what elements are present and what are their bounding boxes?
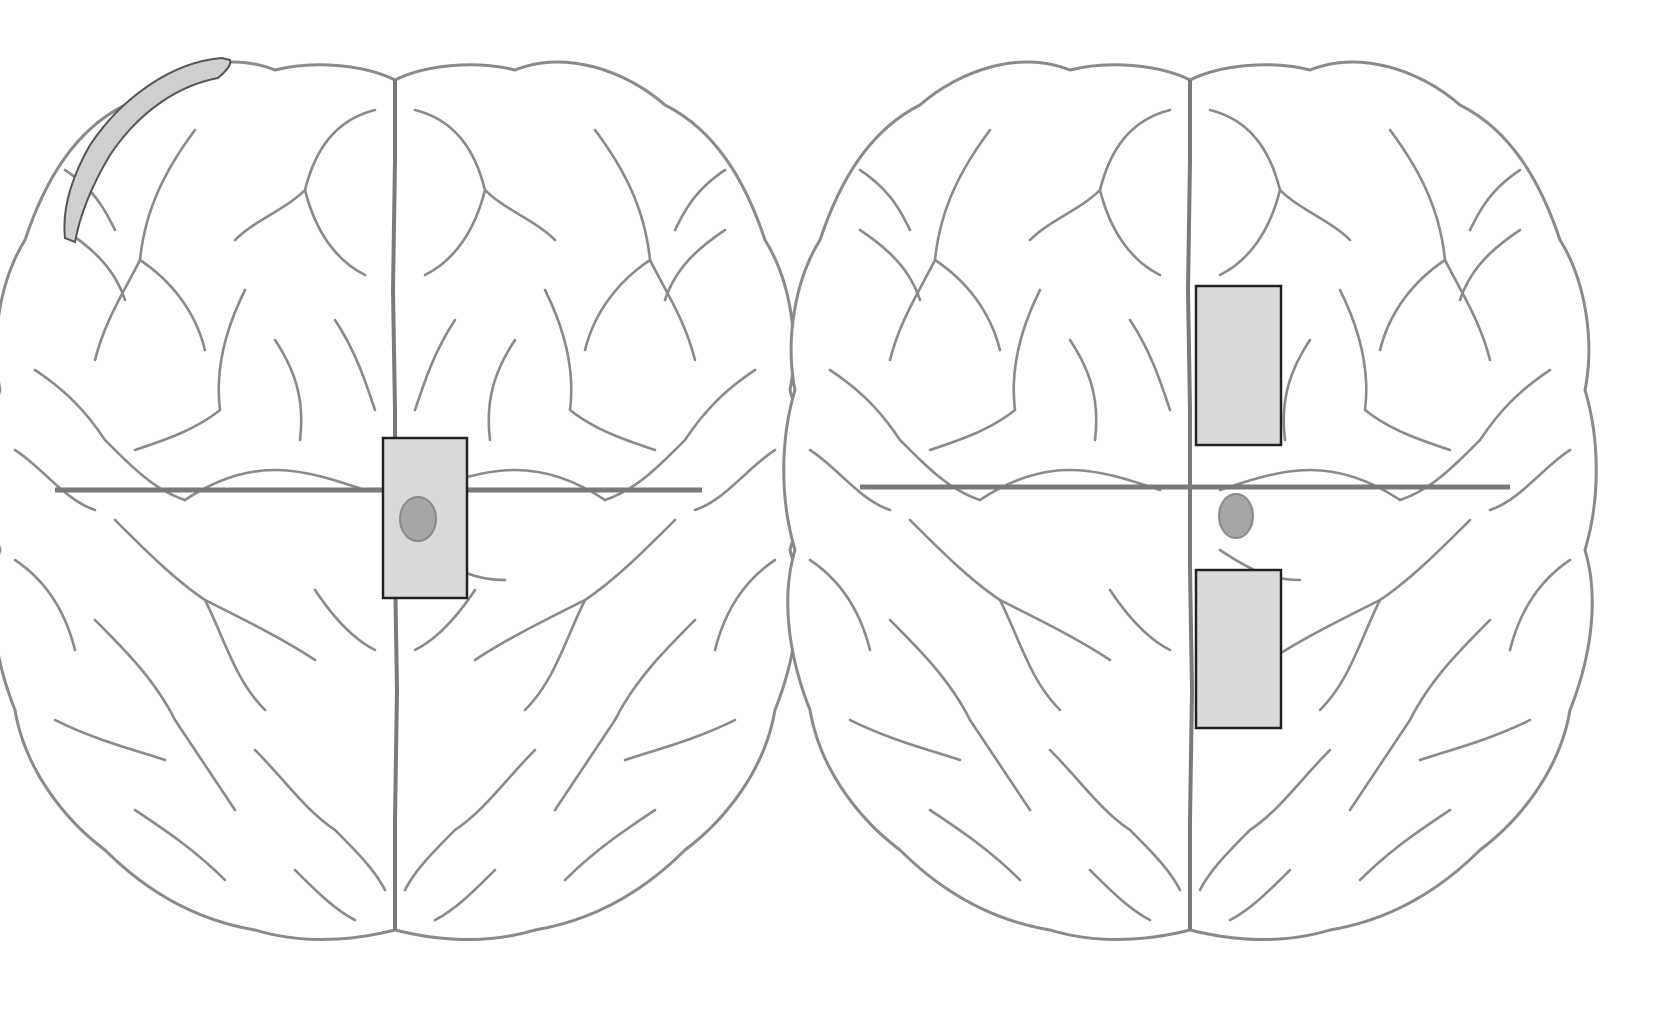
right-vertex-marker <box>1218 493 1254 539</box>
left-panel <box>0 56 804 942</box>
right-anterior-pad <box>1194 284 1283 447</box>
left-vertex-marker <box>399 496 437 542</box>
left-curved-frontal-electrode <box>63 56 232 244</box>
right-panel <box>781 60 1599 942</box>
right-posterior-pad <box>1194 568 1283 730</box>
right-brain-outline <box>781 60 1599 942</box>
